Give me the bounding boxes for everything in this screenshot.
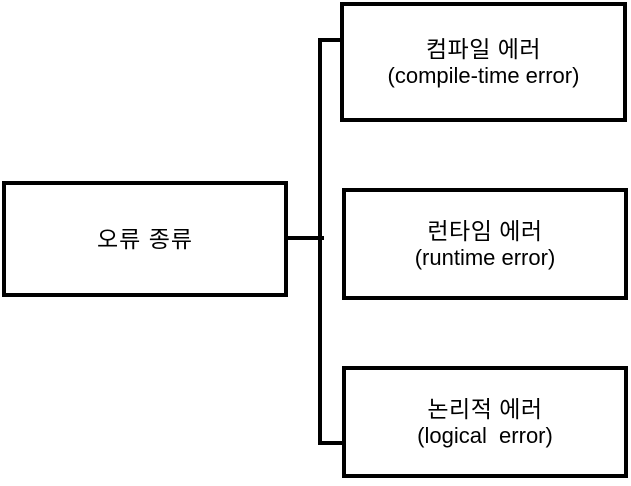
connector-root-to-trunk [286,236,324,240]
node-root-label-ko: 오류 종류 [96,225,194,252]
node-runtime-label-ko: 런타임 에러 [427,217,543,244]
connector-arm-to-compile-error [318,38,344,42]
connector-vertical-trunk [318,38,322,445]
node-logical-label-en: (logical error) [417,422,553,448]
node-error-types-root[interactable]: 오류 종류 [2,181,288,297]
node-compile-label-ko: 컴파일 에러 [425,35,542,62]
node-compile-label-en: (compile-time error) [387,62,580,88]
connector-arm-to-logical-error [318,441,344,445]
node-logical-label-ko: 논리적 에러 [427,395,543,422]
node-logical-error[interactable]: 논리적 에러 (logical error) [342,366,628,478]
node-runtime-label-en: (runtime error) [414,244,556,270]
node-compile-time-error[interactable]: 컴파일 에러 (compile-time error) [340,2,627,122]
node-runtime-error[interactable]: 런타임 에러 (runtime error) [342,188,628,300]
